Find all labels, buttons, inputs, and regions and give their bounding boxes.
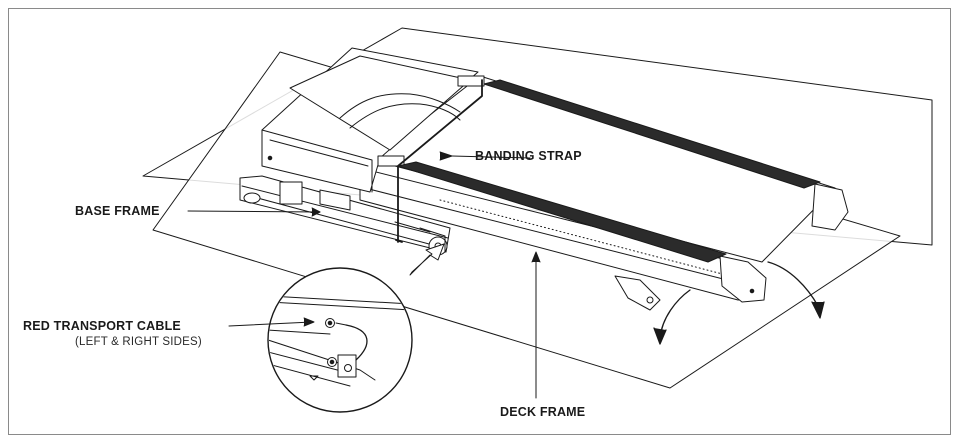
leader-lines bbox=[187, 151, 541, 399]
detail-magnifier bbox=[267, 267, 413, 413]
banding-strap bbox=[395, 79, 483, 243]
deck-frame-structure bbox=[359, 75, 849, 311]
deck-frame-label: DECK FRAME bbox=[500, 405, 586, 419]
red-transport-cable-label: RED TRANSPORT CABLE bbox=[23, 319, 181, 333]
banding-strap-label: BANDING STRAP bbox=[475, 149, 582, 163]
console-hood bbox=[261, 47, 485, 193]
callout-arrow bbox=[409, 243, 445, 276]
rotation-arrows bbox=[653, 261, 825, 345]
lower-belt bbox=[397, 161, 727, 263]
sides-note-label: (LEFT & RIGHT SIDES) bbox=[75, 336, 202, 348]
upper-belt bbox=[483, 79, 821, 189]
base-frame-label: BASE FRAME bbox=[75, 204, 160, 218]
